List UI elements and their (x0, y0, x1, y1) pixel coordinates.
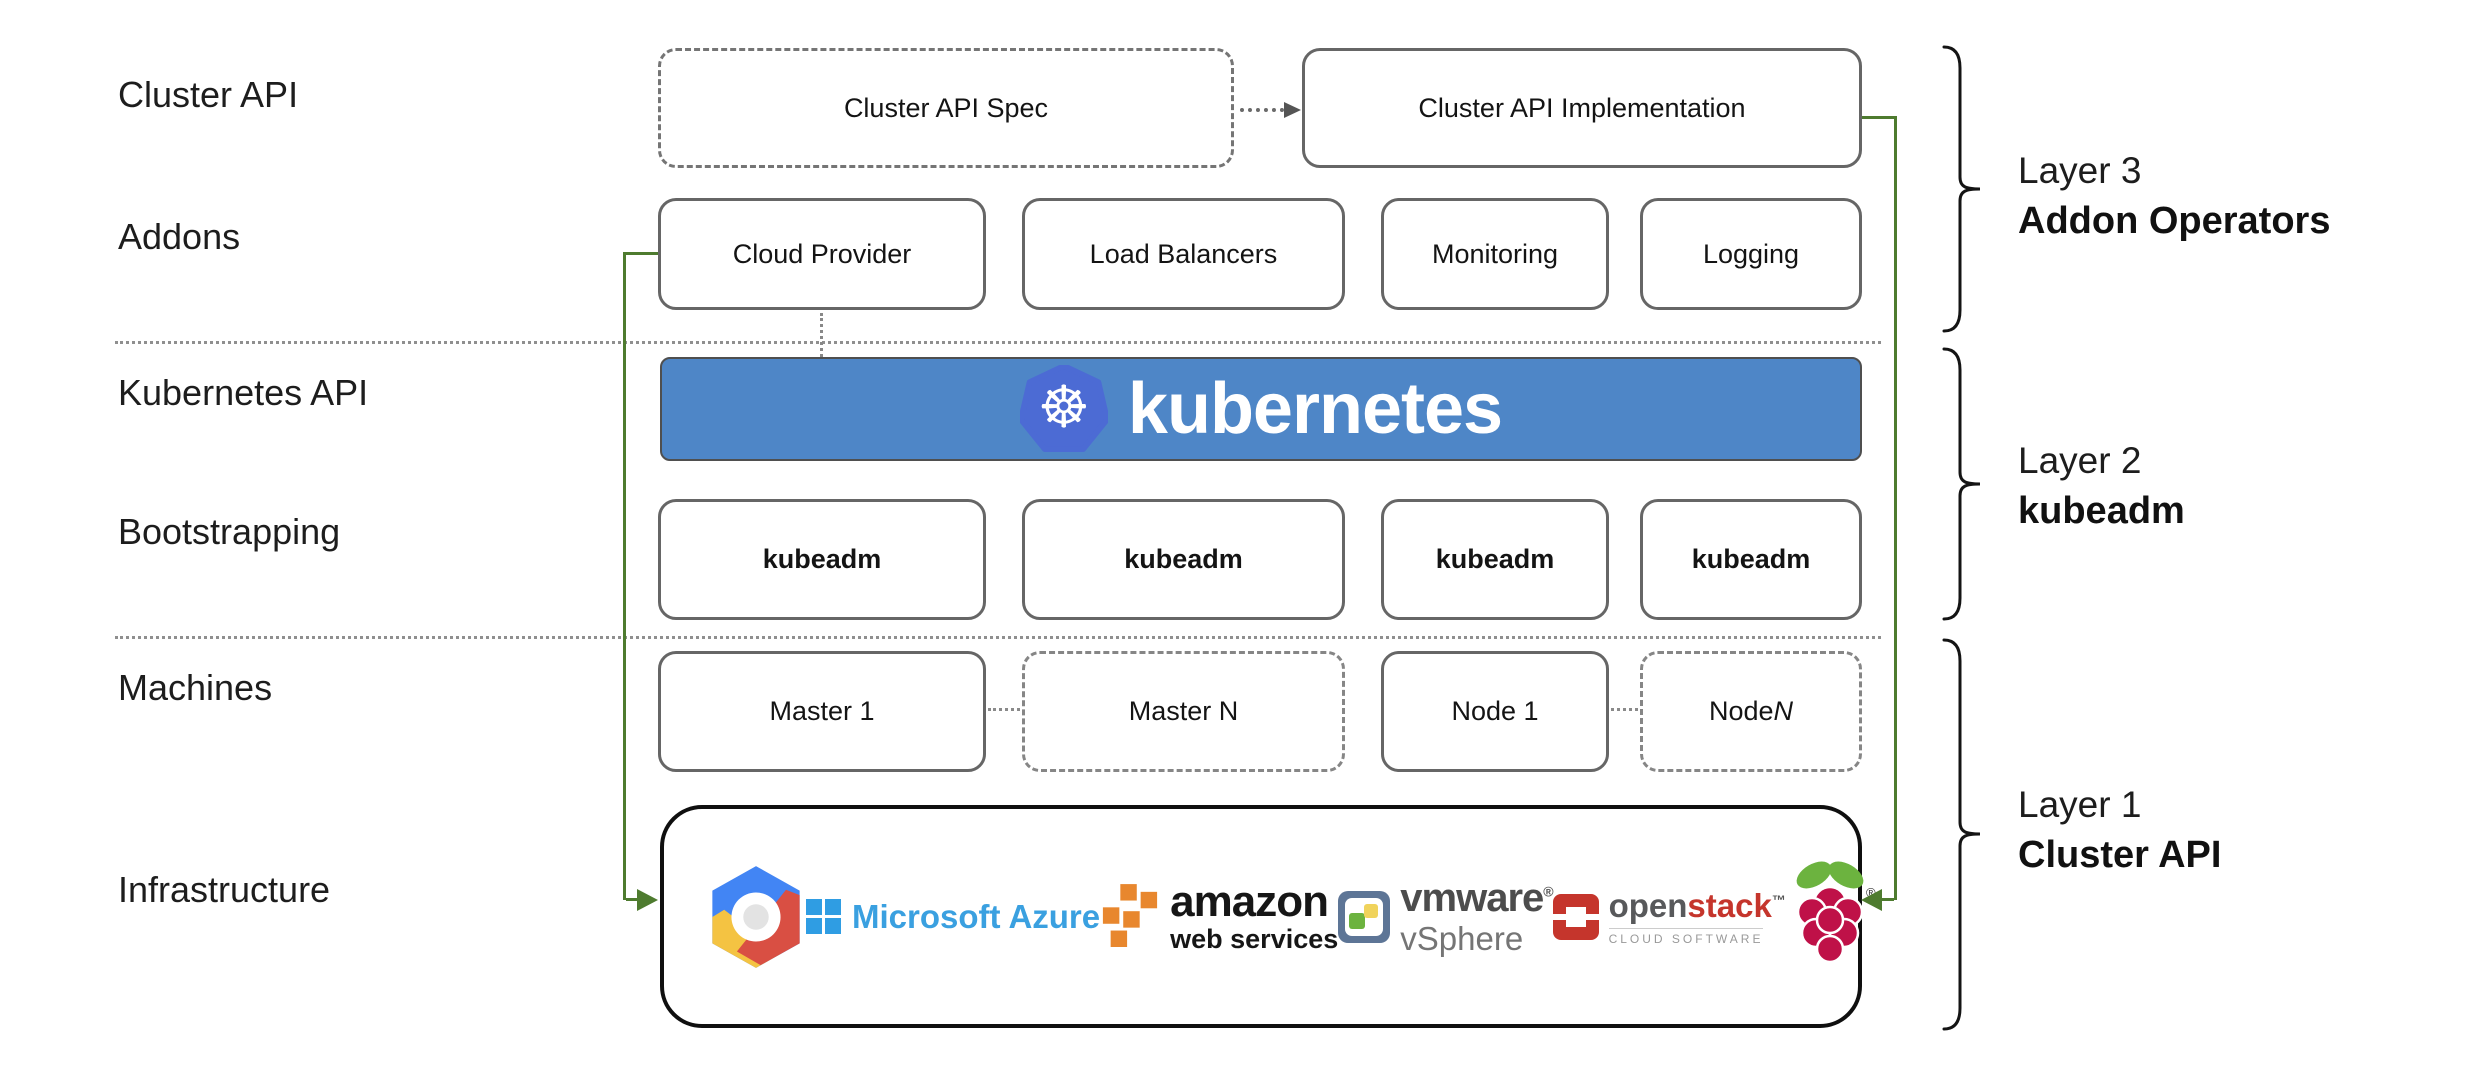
cluster-api-spec-box: Cluster API Spec (658, 48, 1234, 168)
kubeadm-label: kubeadm (762, 544, 882, 574)
raspberry-pi-logo: ® (1786, 857, 1878, 977)
openstack-subtext: CLOUD SOFTWARE (1608, 927, 1764, 945)
left-green-arrowhead-icon (637, 889, 658, 911)
vmware-icon (1338, 890, 1391, 943)
row-label-machines: Machines (118, 667, 273, 708)
aws-cubes-icon (1101, 881, 1160, 949)
spec-to-implementation-arrow (1240, 108, 1284, 112)
kubeadm-box-4: kubeadm (1640, 499, 1862, 620)
kubeadm-label: kubeadm (1124, 544, 1243, 574)
left-green-connector-bottom (626, 898, 640, 901)
layer-2-title: Layer 2 (2018, 440, 2142, 481)
kubernetes-banner-text: kubernetes (1127, 369, 1503, 449)
infrastructure-box: Microsoft Azure amazon web services (660, 805, 1876, 1028)
spec-to-implementation-arrowhead-icon (1284, 102, 1301, 118)
addon-label: Load Balancers (1089, 238, 1278, 269)
kubeadm-box-2: kubeadm (1022, 499, 1345, 620)
layer-2-label: Layer 2 kubeadm (2018, 436, 2185, 536)
right-green-connector-vertical (1894, 116, 1897, 900)
master1-to-mastern-connector (988, 708, 1020, 711)
addon-box-cloud-provider: Cloud Provider (658, 198, 986, 310)
layer-3-subtitle: Addon Operators (2018, 200, 2331, 242)
kubernetes-wheel-icon: ☸ (1037, 373, 1090, 441)
openstack-text-open: open (1608, 886, 1688, 924)
kubeadm-box-3: kubeadm (1381, 499, 1609, 620)
kubernetes-logo-icon: ☸ (1019, 365, 1108, 453)
layer-3-label: Layer 3 Addon Operators (2018, 146, 2330, 246)
aws-text: amazon (1170, 877, 1329, 926)
openstack-tm-mark: ™ (1771, 891, 1786, 908)
machine-label: Node 1 (1451, 696, 1539, 726)
kubeadm-box-1: kubeadm (658, 499, 986, 620)
kubernetes-banner: ☸ kubernetes (660, 357, 1862, 461)
azure-text: Microsoft Azure (852, 897, 1101, 935)
cluster-api-spec-label: Cluster API Spec (843, 92, 1049, 123)
kubeadm-label: kubeadm (1435, 544, 1555, 574)
right-green-arrowhead-icon (1861, 889, 1882, 911)
machine-box-master-1: Master 1 (658, 651, 986, 772)
machine-label: Node (1708, 696, 1774, 726)
cluster-api-implementation-box: Cluster API Implementation (1302, 48, 1862, 168)
openstack-icon (1552, 893, 1599, 940)
vmware-vsphere-logo: vmware® vSphere (1338, 876, 1554, 957)
aws-subtext: web services (1170, 924, 1339, 954)
implementation-green-connector-horizontal (1862, 116, 1897, 119)
vmware-subtext: vSphere (1400, 920, 1524, 957)
cloud-provider-to-kubernetes-connector (820, 313, 823, 357)
microsoft-azure-logo: Microsoft Azure (806, 898, 1100, 936)
addon-box-monitoring: Monitoring (1381, 198, 1609, 310)
addon-label: Monitoring (1431, 238, 1559, 269)
right-green-connector-bottom (1880, 898, 1894, 901)
vmware-text: vmware (1400, 876, 1544, 920)
cloud-provider-green-connector-horizontal (623, 252, 658, 255)
cluster-api-implementation-label: Cluster API Implementation (1418, 92, 1746, 123)
addon-box-load-balancers: Load Balancers (1022, 198, 1345, 310)
raspberry-pi-icon: ® (1796, 861, 1876, 963)
openstack-text-stack: stack (1687, 886, 1772, 924)
separator-top (115, 341, 1881, 344)
layer-1-title: Layer 1 (2018, 784, 2142, 825)
separator-bottom (115, 636, 1881, 639)
row-label-kubernetes-api: Kubernetes API (118, 372, 369, 413)
addon-label: Cloud Provider (732, 238, 912, 269)
row-label-infrastructure: Infrastructure (118, 869, 331, 910)
gcp-hexagon-icon (712, 865, 800, 968)
layer-1-subtitle: Cluster API (2018, 834, 2222, 876)
layer-2-brace (1942, 347, 1981, 621)
row-label-addons: Addons (118, 216, 241, 257)
machine-box-master-n: Master N (1022, 651, 1345, 772)
kubeadm-label: kubeadm (1691, 544, 1811, 574)
microsoft-window-icon (806, 898, 841, 934)
vmware-reg-mark: ® (1543, 883, 1553, 900)
left-green-connector-vertical (623, 252, 626, 900)
google-cloud-platform-logo (706, 858, 806, 976)
machine-box-node-n: Node N (1640, 651, 1862, 772)
row-label-bootstrapping: Bootstrapping (118, 511, 341, 552)
machine-box-node-1: Node 1 (1381, 651, 1609, 772)
amazon-web-services-logo: amazon web services (1100, 880, 1338, 953)
node1-to-noden-connector (1611, 708, 1638, 711)
machine-label-suffix: N (1773, 696, 1794, 726)
machine-label: Master N (1128, 696, 1239, 726)
row-label-cluster-api: Cluster API (118, 74, 299, 115)
layer-1-brace (1942, 638, 1981, 1031)
openstack-logo: openstack™ CLOUD SOFTWARE (1552, 886, 1786, 945)
machine-label: Master 1 (769, 696, 875, 726)
addon-box-logging: Logging (1640, 198, 1862, 310)
addon-label: Logging (1702, 238, 1800, 269)
layer-1-label: Layer 1 Cluster API (2018, 780, 2221, 880)
layer-2-subtitle: kubeadm (2018, 490, 2185, 532)
layer-3-title: Layer 3 (2018, 150, 2142, 191)
layer-3-brace (1942, 45, 1981, 333)
